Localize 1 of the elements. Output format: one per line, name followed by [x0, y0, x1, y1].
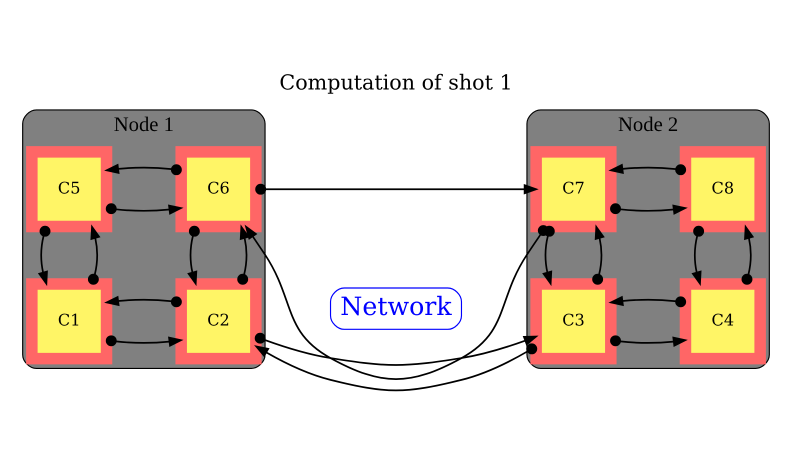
diagram-title: Computation of shot 1 [279, 70, 513, 94]
